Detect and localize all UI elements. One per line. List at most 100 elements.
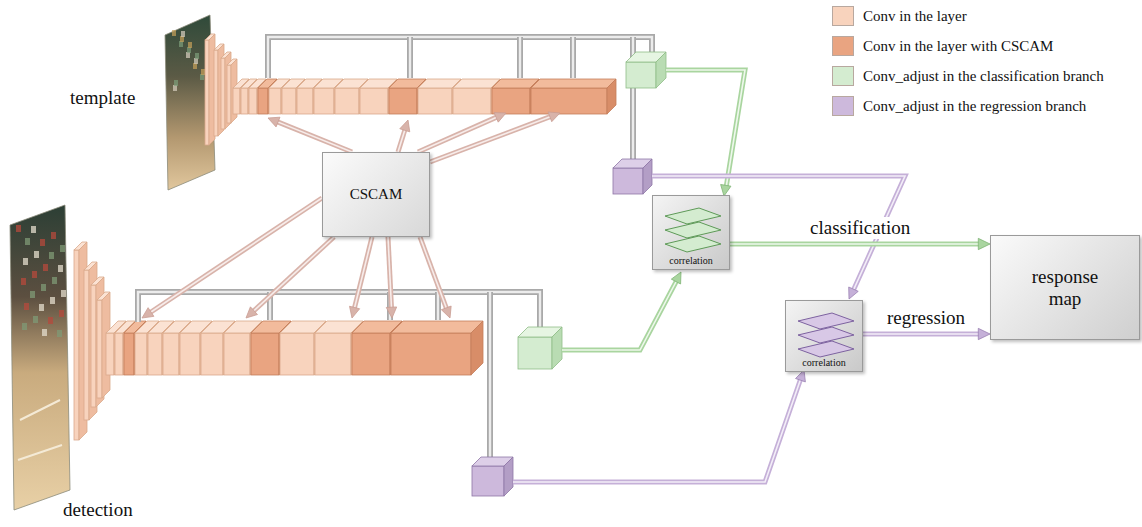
conv-layer-side <box>552 327 562 369</box>
image-detail <box>59 310 64 317</box>
conv-layer <box>314 88 334 114</box>
legend-row: Conv_adjust in the regression branch <box>832 96 1086 116</box>
conv-layer <box>472 466 504 496</box>
conv-layer <box>258 88 268 114</box>
arrow-head <box>142 308 154 318</box>
conv-layer <box>282 88 296 114</box>
correlation-box: correlation <box>652 195 730 270</box>
conv-layer <box>106 333 114 375</box>
branch-label: classification <box>807 217 913 239</box>
image-detail <box>50 297 55 304</box>
attention-arrow <box>418 117 498 152</box>
image-detail <box>39 304 44 311</box>
feature-bus <box>268 37 652 78</box>
input-label: detection <box>63 499 133 521</box>
attention-arrow <box>149 198 322 313</box>
legend-text: Conv in the layer <box>863 8 967 25</box>
feature-bus <box>138 292 540 328</box>
image-detail <box>172 30 176 36</box>
image-detail <box>33 316 38 323</box>
input-label: template <box>70 87 135 109</box>
feature-bus <box>487 292 493 458</box>
attention-arrow <box>430 116 552 162</box>
conv-layer <box>74 250 79 440</box>
image-detail <box>18 400 62 460</box>
legend-row: Conv_adjust in the classification branch <box>832 66 1104 86</box>
legend-text: Conv_adjust in the classification branch <box>863 68 1104 85</box>
arrow-head <box>268 117 280 127</box>
image-detail <box>48 317 53 324</box>
classification-link <box>666 70 745 188</box>
legend-row: Conv in the layer <box>832 6 967 26</box>
conv-layer <box>180 333 200 375</box>
image-detail <box>51 232 56 239</box>
arrow-head <box>400 120 410 132</box>
conv-layer <box>352 333 390 375</box>
image-detail <box>174 80 178 86</box>
attention-arrow <box>388 237 392 309</box>
arrow-head <box>350 306 360 318</box>
legend-swatch <box>832 36 854 56</box>
conv-layer <box>115 333 123 375</box>
branch-connector <box>730 238 990 249</box>
image-detail <box>31 226 36 233</box>
conv-layer <box>297 88 313 114</box>
attention-arrow <box>398 129 405 152</box>
conv-layer <box>360 88 388 114</box>
conv-layer <box>148 333 162 375</box>
arrow-head <box>494 113 506 123</box>
image-detail <box>188 42 192 48</box>
conv-layer <box>84 270 89 420</box>
conv-layer <box>492 88 530 114</box>
feature-plane <box>665 236 721 252</box>
connector-line <box>730 243 980 245</box>
attention-arrow <box>276 121 352 152</box>
image-detail <box>43 264 48 271</box>
image-detail <box>41 284 46 291</box>
conv-layer <box>613 168 643 194</box>
node-text: response map <box>1015 266 1115 310</box>
image-detail <box>21 278 26 285</box>
image-detail <box>60 245 65 252</box>
conv-layer <box>453 88 491 114</box>
conv-layer <box>214 50 218 136</box>
regression-link <box>513 378 801 482</box>
conv-layer <box>201 333 223 375</box>
image-detail <box>34 251 39 258</box>
connector-line <box>863 333 980 335</box>
conv-layer <box>315 333 351 375</box>
attention-arrow <box>276 121 352 152</box>
conv-layer <box>227 65 231 123</box>
feature-plane <box>798 313 854 329</box>
conv-layer <box>518 337 552 369</box>
conv-layer-side <box>656 52 666 88</box>
attention-arrow <box>354 237 372 309</box>
conv-layer <box>626 62 656 88</box>
conv-layer <box>233 88 240 114</box>
conv-layer-top <box>391 321 483 333</box>
feature-bus <box>410 37 573 78</box>
arrow-head <box>978 328 990 339</box>
arrow-head <box>978 238 990 249</box>
conv-layer <box>249 88 257 114</box>
conv-layer-side <box>504 457 513 496</box>
conv-layer <box>418 88 452 114</box>
image-detail <box>24 303 29 310</box>
conv-layer <box>241 88 248 114</box>
classification-link <box>666 70 745 188</box>
conv-layer <box>280 333 314 375</box>
conv-layer <box>221 58 225 129</box>
detection-image <box>10 205 70 510</box>
conv-layer <box>269 88 281 114</box>
image-detail <box>22 323 27 330</box>
image-detail <box>16 225 21 232</box>
conv-layer <box>163 333 179 375</box>
image-detail <box>32 271 37 278</box>
conv-layer-side <box>643 159 652 194</box>
conv-layer <box>224 333 250 375</box>
feature-bus <box>138 292 540 328</box>
attention-arrow <box>388 237 392 309</box>
classification-link <box>562 280 677 350</box>
